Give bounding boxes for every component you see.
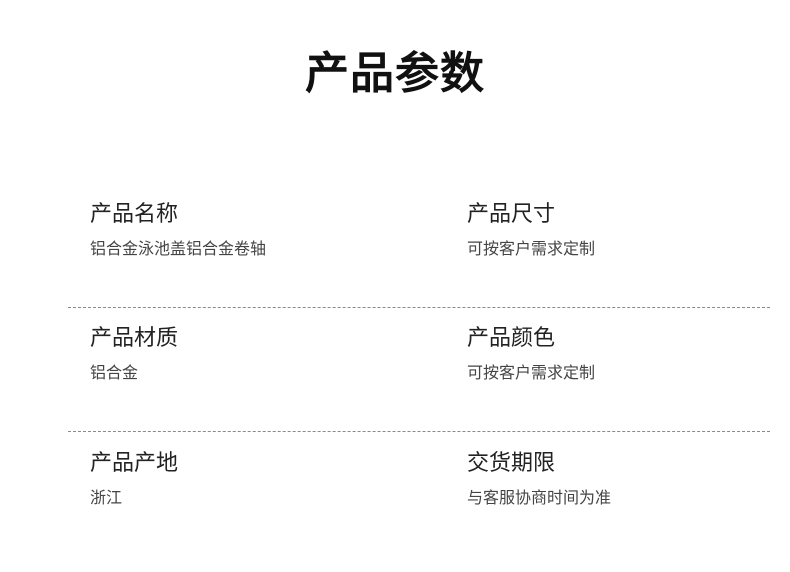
param-value: 铝合金 (90, 363, 139, 382)
param-value: 可按客户需求定制 (467, 363, 596, 382)
param-row-3: 产品产地 浙江 交货期限 与客服协商时间为准 (0, 449, 790, 529)
param-label: 产品尺寸 (467, 202, 556, 227)
param-cell-origin: 产品产地 浙江 (90, 449, 178, 509)
page-title: 产品参数 (305, 48, 485, 99)
param-cell-delivery: 交货期限 与客服协商时间为准 (467, 449, 611, 509)
param-label: 交货期限 (467, 451, 556, 476)
param-cell-color: 产品颜色 可按客户需求定制 (467, 324, 595, 384)
param-value: 铝合金泳池盖铝合金卷轴 (90, 239, 267, 258)
param-value: 与客服协商时间为准 (467, 488, 612, 507)
param-cell-size: 产品尺寸 可按客户需求定制 (467, 200, 595, 260)
param-label: 产品材质 (90, 326, 179, 351)
dashed-divider (68, 431, 770, 432)
dashed-divider (68, 307, 770, 308)
param-cell-material: 产品材质 铝合金 (90, 324, 178, 384)
param-value: 浙江 (90, 488, 123, 507)
param-label: 产品名称 (90, 202, 179, 227)
param-label: 产品颜色 (467, 326, 556, 351)
param-cell-name: 产品名称 铝合金泳池盖铝合金卷轴 (90, 200, 266, 260)
param-label: 产品产地 (90, 451, 179, 476)
param-row-2: 产品材质 铝合金 产品颜色 可按客户需求定制 (0, 324, 790, 404)
param-value: 可按客户需求定制 (467, 239, 596, 258)
param-row-1: 产品名称 铝合金泳池盖铝合金卷轴 产品尺寸 可按客户需求定制 (0, 200, 790, 280)
